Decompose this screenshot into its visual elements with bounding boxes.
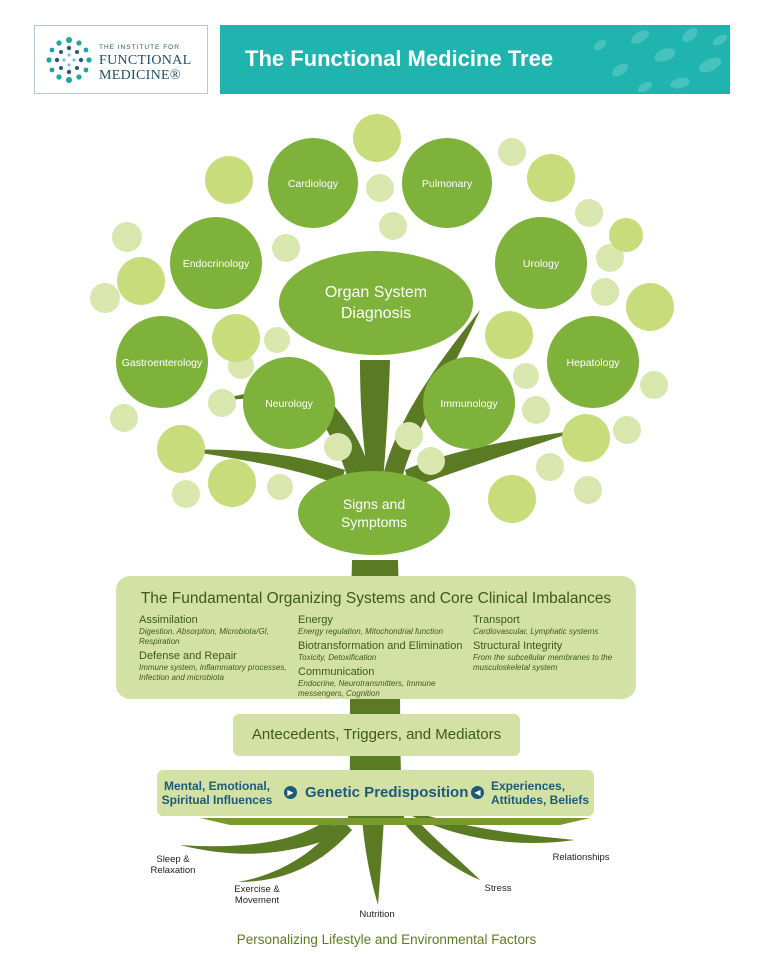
footer-caption: Personalizing Lifestyle and Environmenta… [236, 932, 537, 947]
endocrinology-node [170, 217, 262, 309]
label-symptoms: Symptoms [341, 514, 407, 530]
cardiology-node [268, 138, 358, 228]
signs-symptoms-node [298, 471, 450, 555]
communication-heading: Communication [298, 666, 375, 678]
logo-text-line1: THE INSTITUTE FOR [99, 44, 180, 51]
pulmonary-node [402, 138, 492, 228]
label-hepatology: Hepatology [566, 357, 620, 369]
label-organ-system: Organ System [325, 284, 427, 301]
experiences-line1: Experiences, [491, 779, 566, 793]
experiences-label: Experiences, Attitudes, Beliefs [491, 779, 591, 807]
institute-logo: THE INSTITUTE FOR FUNCTIONAL MEDICINE® [34, 25, 208, 94]
root-label-sleep: Sleep & Relaxation [138, 854, 208, 876]
label-cardiology: Cardiology [288, 178, 339, 190]
label-gastroenterology: Gastroenterology [122, 357, 203, 369]
organizing-systems-panel: The Fundamental Organizing Systems and C… [116, 576, 636, 699]
sleep-line2: Relaxation [150, 865, 196, 876]
label-pulmonary: Pulmonary [422, 178, 473, 190]
biotransformation-heading: Biotransformation and Elimination [298, 640, 463, 652]
root-label-relationships: Relationships [552, 852, 610, 863]
communication-detail: Endocrine, Neurotransmitters, Immune mes… [298, 679, 436, 698]
structural-detail: From the subcellular membranes to the mu… [473, 653, 613, 672]
experiences-line2: Attitudes, Beliefs [491, 793, 590, 807]
tree-roots [180, 815, 590, 905]
root-label-exercise: Exercise & Movement [222, 884, 292, 906]
urology-node [495, 217, 587, 309]
antecedents-box: Antecedents, Triggers, and Mediators [233, 714, 520, 756]
label-urology: Urology [523, 258, 560, 270]
genetic-predisposition-box: Mental, Emotional, Spiritual Influences … [157, 770, 594, 816]
biotransformation-detail: Toxicity, Detoxification [298, 653, 377, 662]
hepatology-node [547, 316, 639, 408]
gastroenterology-node [116, 316, 208, 408]
assimilation-heading: Assimilation [139, 614, 198, 626]
page-title: The Functional Medicine Tree [245, 46, 554, 71]
logo-text-line2: FUNCTIONAL [99, 53, 192, 68]
foliage-circles-light [90, 138, 668, 508]
systems-column-2: Energy Energy regulation, Mitochondrial … [298, 614, 468, 702]
organ-circles [116, 138, 639, 449]
mental-line1: Mental, Emotional, [163, 779, 270, 793]
transport-heading: Transport [473, 614, 520, 626]
root-label-nutrition: Nutrition [359, 909, 395, 920]
label-diagnosis: Diagnosis [341, 305, 411, 322]
arrow-left-icon: ◀ [471, 786, 484, 799]
systems-column-1: Assimilation Digestion, Absorption, Micr… [139, 614, 299, 686]
label-signs-and: Signs and [343, 496, 405, 512]
defense-heading: Defense and Repair [139, 650, 237, 662]
systems-column-3: Transport Cardiovascular, Lymphatic syst… [473, 614, 623, 676]
mental-emotional-label: Mental, Emotional, Spiritual Influences [157, 779, 277, 807]
energy-detail: Energy regulation, Mitochondrial functio… [298, 627, 443, 636]
arrow-right-icon: ▶ [284, 786, 297, 799]
exercise-line2: Movement [234, 895, 280, 906]
neurology-node [243, 357, 335, 449]
exercise-line1: Exercise & [234, 884, 280, 895]
defense-detail: Immune system, inflammatory processes, I… [139, 663, 287, 682]
sleep-line1: Sleep & [156, 854, 190, 865]
label-neurology: Neurology [265, 398, 314, 410]
label-endocrinology: Endocrinology [183, 258, 250, 270]
panel-title: The Fundamental Organizing Systems and C… [140, 590, 612, 607]
logo-mark-icon [46, 37, 92, 83]
structural-heading: Structural Integrity [473, 640, 563, 652]
foliage-circles-mid [117, 114, 674, 523]
organ-system-diagnosis-node [279, 251, 473, 355]
assimilation-detail: Digestion, Absorption, Microbiota/GI, Re… [139, 627, 269, 646]
root-label-stress: Stress [484, 883, 512, 894]
energy-heading: Energy [298, 614, 333, 626]
transport-detail: Cardiovascular, Lymphatic systems [473, 627, 599, 636]
genetic-predisposition-label: Genetic Predisposition [305, 784, 469, 801]
label-immunology: Immunology [440, 398, 498, 410]
mental-line2: Spiritual Influences [161, 793, 273, 807]
logo-text-line3: MEDICINE® [99, 68, 181, 83]
banner-decoration [593, 28, 728, 93]
title-banner: The Functional Medicine Tree [220, 25, 730, 94]
immunology-node [423, 357, 515, 449]
